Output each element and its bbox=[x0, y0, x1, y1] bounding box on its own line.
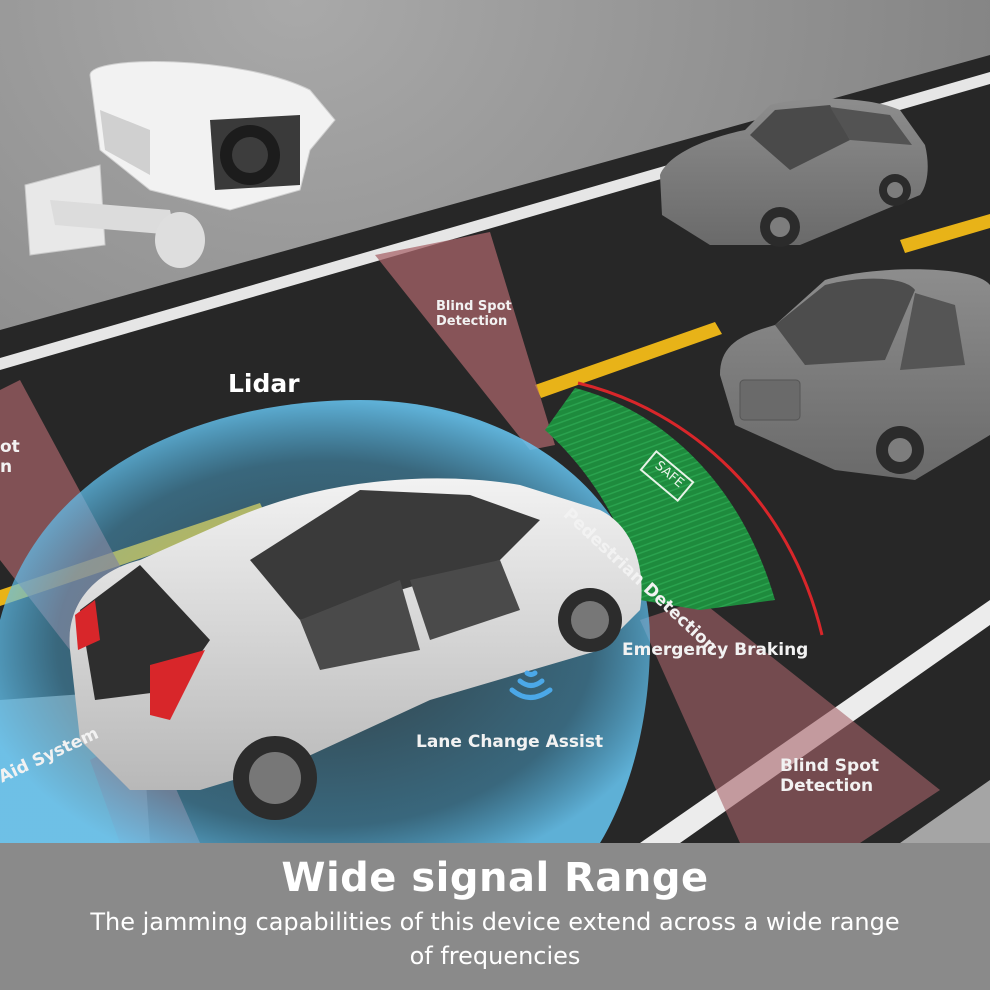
white-suv bbox=[69, 478, 642, 820]
blind-spot-left-partial-label: ot n bbox=[0, 437, 20, 477]
caption-banner: Wide signal Range The jamming capabiliti… bbox=[0, 843, 990, 990]
grey-car-near bbox=[720, 269, 990, 480]
lidar-label: Lidar bbox=[228, 369, 300, 398]
safe-badge-frame bbox=[639, 449, 695, 503]
adas-illustration: Lidar Blind Spot Detection ot n Pedestri… bbox=[0, 0, 990, 843]
lane-change-assist-label: Lane Change Assist bbox=[416, 732, 604, 752]
caption-description: The jamming capabilities of this device … bbox=[90, 908, 900, 970]
blind-spot-bottom-label: Blind Spot Detection bbox=[780, 756, 880, 796]
road-scene-graphic bbox=[0, 0, 990, 843]
emergency-braking-label: Emergency Braking bbox=[622, 640, 809, 660]
security-camera-icon bbox=[24, 60, 336, 268]
signal-icon bbox=[509, 670, 553, 700]
caption-title: Wide signal Range bbox=[281, 855, 709, 901]
grey-car-far bbox=[660, 98, 928, 247]
blind-spot-top-label: Blind Spot Detection bbox=[436, 299, 512, 329]
